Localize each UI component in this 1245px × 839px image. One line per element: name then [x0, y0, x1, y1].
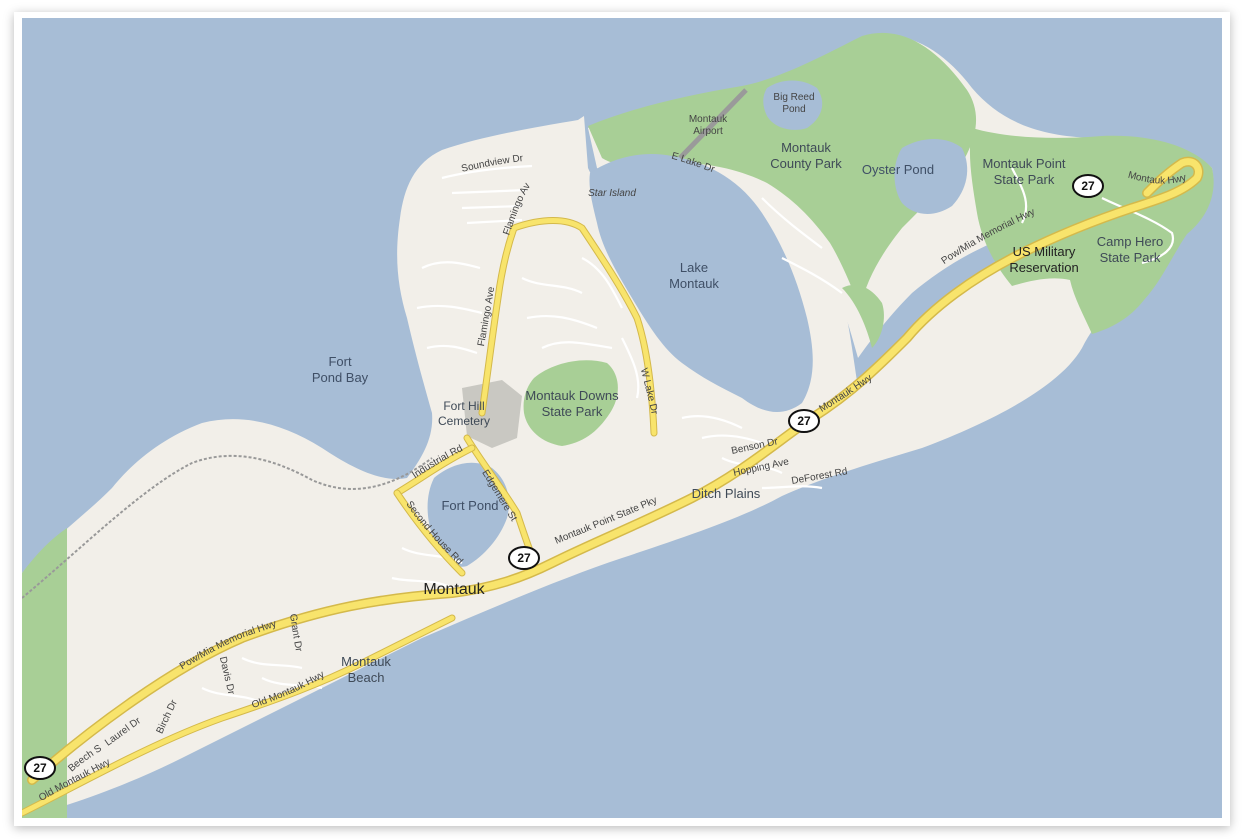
oyster-pond-shape [894, 139, 968, 214]
park-label-camp-hero-1: Camp Hero [1097, 234, 1163, 249]
montauk-point-park-area [969, 128, 1214, 334]
map-frame: Pow/Mia Memorial Hwy Pow/Mia Memorial Hw… [14, 12, 1230, 826]
park-label-downs-1: Montauk Downs [525, 388, 619, 403]
land-mass [22, 116, 1132, 818]
park-label-downs-2: State Park [542, 404, 603, 419]
place-label-fort-hill-1: Fort Hill [443, 399, 484, 413]
svg-text:27: 27 [33, 761, 47, 775]
place-label-montauk-beach-1: Montauk [341, 654, 391, 669]
water-label-fort-pond-bay-1: Fort [328, 354, 352, 369]
map-canvas[interactable]: Pow/Mia Memorial Hwy Pow/Mia Memorial Hw… [22, 18, 1222, 818]
water-label-fort-pond: Fort Pond [441, 498, 498, 513]
water-label-lake-montauk-2: Montauk [669, 276, 719, 291]
label-airport-1: Montauk [689, 114, 728, 125]
park-label-point-1: Montauk Point [982, 156, 1065, 171]
water-label-fort-pond-bay-2: Pond Bay [312, 370, 369, 385]
map-svg: Pow/Mia Memorial Hwy Pow/Mia Memorial Hw… [22, 18, 1222, 818]
park-label-county-1: Montauk [781, 140, 831, 155]
water-label-oyster-pond: Oyster Pond [862, 162, 934, 177]
place-label-ditch-plains: Ditch Plains [692, 486, 761, 501]
lake-montauk-shape [589, 153, 813, 413]
railroad [22, 454, 433, 599]
park-label-point-2: State Park [994, 172, 1055, 187]
park-label-camp-hero-2: State Park [1100, 250, 1161, 265]
route-shield: 27 [788, 409, 820, 433]
place-label-montauk: Montauk [423, 581, 485, 598]
big-reed-pond-shape [763, 80, 823, 130]
place-label-montauk-beach-2: Beach [348, 670, 385, 685]
place-label-fort-hill-2: Cemetery [438, 414, 490, 428]
cemetery-area [462, 380, 522, 448]
park-label-county-2: County Park [770, 156, 842, 171]
secondary-roads [22, 217, 658, 817]
place-label-us-military-2: Reservation [1009, 260, 1078, 275]
water-label-big-reed-1: Big Reed [773, 92, 814, 103]
water-label-lake-montauk-1: Lake [680, 260, 708, 275]
place-label-us-military-1: US Military [1013, 244, 1076, 259]
airport-runway [678, 88, 748, 160]
montauk-county-park-area [588, 32, 977, 308]
route-shield: 27 [24, 756, 56, 780]
label-star-island: Star Island [588, 188, 636, 199]
label-airport-2: Airport [693, 126, 723, 137]
route-shield: 27 [508, 546, 540, 570]
fort-pond-shape [427, 462, 509, 567]
svg-text:27: 27 [517, 551, 531, 565]
west-park-strip [22, 528, 67, 818]
route-shield: 27 [1072, 174, 1104, 198]
minor-roads [201, 164, 1175, 704]
north-park-strip [842, 284, 884, 348]
svg-text:27: 27 [1081, 179, 1095, 193]
water-label-big-reed-2: Pond [782, 104, 805, 115]
svg-text:27: 27 [797, 414, 811, 428]
montauk-downs-park-area [523, 360, 618, 446]
